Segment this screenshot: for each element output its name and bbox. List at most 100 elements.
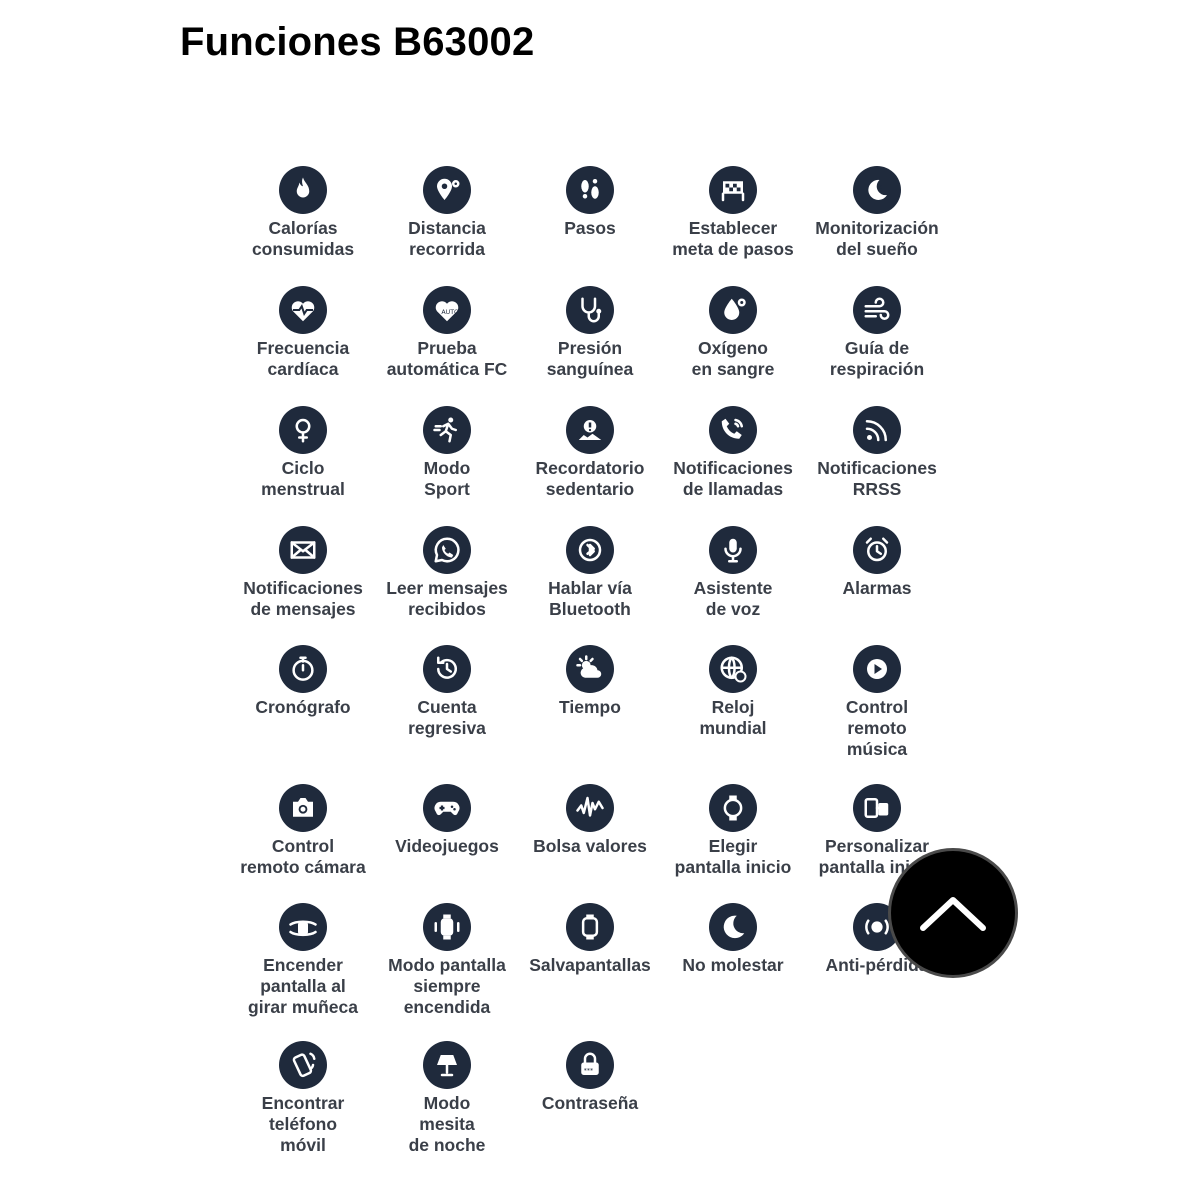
feature-label: Contraseña (541, 1093, 639, 1113)
weather-icon (566, 645, 614, 693)
feature-item: Cuenta regresiva (372, 645, 522, 739)
gamepad-icon (423, 784, 471, 832)
feature-item: Videojuegos (372, 784, 522, 857)
feature-label: Cuenta regresiva (408, 697, 486, 738)
feature-label: Control remoto música (845, 697, 909, 759)
blood-drop-icon (709, 286, 757, 334)
feature-label: Modo pantalla siempre encendida (388, 955, 506, 1017)
feature-item: Calorías consumidas (228, 166, 378, 260)
feature-label: Calorías consumidas (251, 218, 355, 259)
lamp-icon (423, 1041, 471, 1089)
feature-item: Recordatorio sedentario (515, 406, 665, 500)
finish-flag-icon (709, 166, 757, 214)
feature-item: Cronógrafo (228, 645, 378, 718)
envelope-icon (279, 526, 327, 574)
feature-label: Leer mensajes recibidos (386, 578, 508, 619)
feature-label: Presión sanguínea (546, 338, 634, 379)
feature-label: Monitorización del sueño (815, 218, 939, 259)
alarm-clock-icon (853, 526, 901, 574)
countdown-icon (423, 645, 471, 693)
stethoscope-icon (566, 286, 614, 334)
feature-item: Ciclo menstrual (228, 406, 378, 500)
smartwatch-icon (566, 903, 614, 951)
scroll-to-top-button[interactable] (888, 848, 1018, 978)
feature-label: Tiempo (559, 697, 621, 717)
feature-label: Anti-pérdida (825, 955, 929, 975)
watch-face-icon (709, 784, 757, 832)
feature-item: Tiempo (515, 645, 665, 718)
bluetooth-speaker-icon (566, 526, 614, 574)
whatsapp-icon (423, 526, 471, 574)
find-phone-icon (279, 1041, 327, 1089)
feature-label: Guía de respiración (829, 338, 925, 379)
feature-label: Recordatorio sedentario (535, 458, 645, 499)
feature-item: Guía de respiración (802, 286, 952, 380)
feature-item: Establecer meta de pasos (658, 166, 808, 260)
feature-label: Cronógrafo (255, 697, 351, 717)
feature-item: Notificaciones RRSS (802, 406, 952, 500)
feature-label: Frecuencia cardíaca (256, 338, 350, 379)
feature-label: Elegir pantalla inicio (674, 836, 792, 877)
feature-label: Reloj mundial (699, 697, 767, 738)
feature-item: Encender pantalla al girar muñeca (228, 903, 378, 1018)
feature-item: Encontrar teléfono móvil (228, 1041, 378, 1156)
feature-label: Asistente de voz (693, 578, 773, 619)
feature-label: Ciclo menstrual (261, 458, 345, 499)
feature-label: Notificaciones de mensajes (243, 578, 363, 619)
padlock-icon: *** (566, 1041, 614, 1089)
svg-text:***: *** (584, 1068, 593, 1075)
stopwatch-icon (279, 645, 327, 693)
feature-label: Pasos (564, 218, 616, 238)
feature-item: Asistente de voz (658, 526, 808, 620)
feature-label: Notificaciones de llamadas (673, 458, 793, 499)
feature-item: Oxígeno en sangre (658, 286, 808, 380)
feature-label: Modo mesita de noche (408, 1093, 486, 1155)
feature-item: Control remoto cámara (228, 784, 378, 878)
moon-sleep-icon: z (853, 166, 901, 214)
feature-label: Encontrar teléfono móvil (261, 1093, 345, 1155)
flame-icon (279, 166, 327, 214)
crescent-moon-icon (709, 903, 757, 951)
feature-item: Distancia recorrida (372, 166, 522, 260)
feature-item: Notificaciones de llamadas (658, 406, 808, 500)
location-pin-icon (423, 166, 471, 214)
feature-label: Alarmas (842, 578, 912, 598)
feature-label: Control remoto cámara (240, 836, 366, 877)
play-icon (853, 645, 901, 693)
feature-item: Salvapantallas (515, 903, 665, 976)
chevron-up-icon (920, 897, 986, 931)
svg-text:AUTO: AUTO (441, 309, 459, 316)
phone-call-icon (709, 406, 757, 454)
wind-icon (853, 286, 901, 334)
heart-rate-icon (279, 286, 327, 334)
feature-item: Presión sanguínea (515, 286, 665, 380)
feature-label: No molestar (682, 955, 784, 975)
feature-label: Distancia recorrida (408, 218, 486, 259)
svg-text:z: z (878, 182, 882, 191)
feature-label: Salvapantallas (529, 955, 651, 975)
microphone-icon (709, 526, 757, 574)
camera-icon (279, 784, 327, 832)
feature-item: Modo pantalla siempre encendida (372, 903, 522, 1018)
stock-chart-icon (566, 784, 614, 832)
wrist-watch-icon (279, 903, 327, 951)
globe-clock-icon (709, 645, 757, 693)
alert-person-icon (566, 406, 614, 454)
feature-label: Videojuegos (395, 836, 499, 856)
feature-item: Notificaciones de mensajes (228, 526, 378, 620)
footsteps-icon (566, 166, 614, 214)
feature-label: Oxígeno en sangre (691, 338, 775, 379)
heart-auto-icon: AUTO (423, 286, 471, 334)
feature-label: Establecer meta de pasos (672, 218, 794, 259)
feature-item: Reloj mundial (658, 645, 808, 739)
feature-item: Modo mesita de noche (372, 1041, 522, 1156)
feature-label: Encender pantalla al girar muñeca (248, 955, 358, 1017)
female-symbol-icon (279, 406, 327, 454)
feature-item: No molestar (658, 903, 808, 976)
feature-label: Bolsa valores (533, 836, 647, 856)
feature-item: Pasos (515, 166, 665, 239)
feature-item: Hablar vía Bluetooth (515, 526, 665, 620)
customize-screen-icon (853, 784, 901, 832)
feature-item: Leer mensajes recibidos (372, 526, 522, 620)
